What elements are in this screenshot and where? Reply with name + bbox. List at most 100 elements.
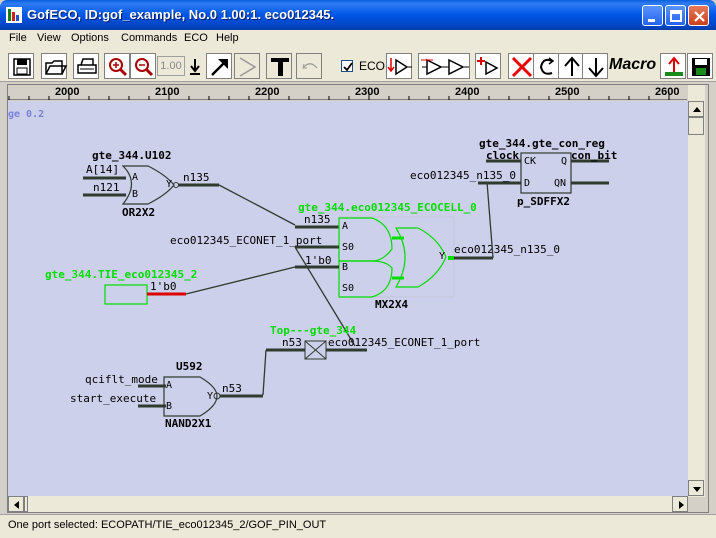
or2-pin-b: B [132, 189, 138, 200]
net-label-clock: clock [486, 149, 519, 162]
scroll-up-button[interactable] [688, 101, 704, 117]
nand2x1-gate[interactable]: U592 A B Y NAND2X1 [163, 360, 221, 430]
move-down-button[interactable] [582, 53, 608, 79]
check-icon [343, 62, 353, 72]
zoom-in-button[interactable] [104, 53, 130, 79]
zoom-input[interactable]: 1.00 [157, 56, 185, 76]
zoom-out-icon [135, 58, 154, 77]
menu-file[interactable]: File [9, 32, 27, 44]
dff-cell[interactable]: gte_344.gte_con_reg CK D Q QN p_SDFFX2 [479, 137, 605, 208]
zoom-out-button[interactable] [130, 53, 156, 79]
nand-instance-label: U592 [176, 360, 203, 373]
or2-instance-label: gte_344.U102 [92, 149, 171, 162]
net-label-con-bit: con_bit [571, 149, 617, 162]
net-label-eco-out: eco012345_n135_0 [454, 243, 560, 256]
maximize-button[interactable] [665, 5, 686, 26]
upload-button[interactable] [660, 53, 686, 79]
zoom-apply-button[interactable] [186, 53, 204, 79]
insert-gate-button[interactable] [386, 53, 412, 79]
schematic-drawing[interactable]: ge 0.2 gte_344.U102 A B Y OR2X2 A[14] n1… [8, 101, 688, 496]
scroll-down-button[interactable] [688, 480, 704, 496]
vertical-scroll-thumb[interactable] [688, 117, 704, 135]
nand-pin-b: B [166, 401, 172, 412]
eco-pin-a: A [342, 221, 348, 232]
wire-1b0[interactable] [185, 266, 296, 295]
printer-icon [77, 58, 97, 74]
add-gate-icon [477, 57, 499, 76]
minimize-button[interactable] [642, 5, 663, 26]
delete-button[interactable] [508, 53, 534, 79]
ruler-ticks [8, 92, 670, 100]
ruler-label: 2100 [155, 86, 180, 98]
macro-button[interactable]: Macro [609, 56, 657, 73]
tie-instance-label: gte_344.TIE_eco012345_2 [45, 268, 197, 281]
dff-pin-qn: QN [554, 178, 566, 189]
net-label-port-out: eco012345_ECONET_1_port [328, 336, 480, 349]
text-tool-button[interactable] [266, 53, 292, 79]
corner-label: ge 0.2 [8, 109, 44, 120]
upload-icon [665, 56, 683, 76]
wire-eco-out[interactable] [486, 181, 494, 259]
nand-pin-y: Y [207, 391, 213, 402]
arrow-down-bar-icon [190, 59, 200, 75]
or2-type-label: OR2X2 [122, 206, 155, 219]
print-button[interactable] [73, 53, 99, 79]
insert-buffer-chain-button[interactable] [418, 53, 470, 79]
menu-eco[interactable]: ECO [184, 32, 208, 44]
minimize-icon [648, 19, 655, 22]
dff-instance-label: gte_344.gte_con_reg [479, 137, 605, 150]
dff-type-label: p_SDFFX2 [517, 195, 570, 208]
net-label-n53-in: n53 [282, 336, 302, 349]
net-label-tie-out: 1'b0 [150, 280, 177, 293]
move-up-button[interactable] [558, 53, 584, 79]
net-label-n135-in: n135 [304, 213, 331, 226]
eco-checkbox[interactable] [341, 60, 353, 72]
net-label-start-execute: start_execute [70, 392, 156, 405]
eco-cell-instance-label: gte_344.eco012345_ECOCELL_0 [298, 201, 477, 214]
wire-tool-button[interactable] [234, 53, 260, 79]
curve-arrow-icon [302, 63, 318, 69]
net-label-n135: n135 [183, 171, 210, 184]
vertical-scrollbar[interactable] [688, 85, 705, 497]
ruler-label: 2300 [355, 86, 380, 98]
port-instance-label: Top---gte_344 [270, 324, 356, 337]
or2x2-gate[interactable]: gte_344.U102 A B Y OR2X2 [92, 149, 179, 219]
undo-tool-button[interactable] [296, 53, 322, 79]
close-button[interactable] [688, 5, 709, 26]
red-x-icon [511, 56, 533, 78]
scroll-right-icon [679, 501, 684, 509]
horizontal-scroll-thumb[interactable] [24, 496, 28, 512]
zoom-in-icon [109, 58, 128, 77]
menu-view[interactable]: View [37, 32, 61, 44]
or2-pin-a: A [132, 172, 138, 183]
ruler: 2000 2100 2200 2300 2400 2500 2600 [8, 85, 687, 100]
menu-commands[interactable]: Commands [121, 32, 178, 44]
text-icon [271, 58, 289, 76]
menu-options[interactable]: Options [71, 32, 109, 44]
net-label-a14: A[14] [86, 163, 119, 176]
chevron-right-icon [239, 57, 257, 77]
open-button[interactable] [41, 53, 68, 79]
rotate-button[interactable] [533, 53, 559, 79]
nand-type-label: NAND2X1 [165, 417, 212, 430]
scroll-left-button[interactable] [8, 496, 24, 512]
maximize-icon [670, 10, 682, 22]
horizontal-scrollbar[interactable] [8, 496, 688, 512]
wire-n53[interactable] [262, 349, 267, 396]
title-bar: GofECO, ID:gof_example, No.0 1.00:1. eco… [0, 0, 716, 30]
wire-econet[interactable] [294, 246, 356, 347]
ruler-label: 2400 [455, 86, 480, 98]
schematic-canvas[interactable]: ge 0.2 gte_344.U102 A B Y OR2X2 A[14] n1… [8, 101, 688, 496]
save-eco-button[interactable] [687, 53, 713, 79]
net-label-1b0: 1'b0 [305, 254, 332, 267]
scroll-left-icon [14, 501, 19, 509]
net-label-dff-d: eco012345_n135_0 [410, 169, 516, 182]
wire-n135[interactable] [218, 184, 296, 226]
save-button[interactable] [8, 53, 34, 79]
eco-pin-b: B [342, 262, 348, 273]
add-gate-button[interactable] [475, 53, 501, 79]
select-tool-button[interactable] [206, 53, 232, 79]
menu-help[interactable]: Help [216, 32, 239, 44]
scroll-right-button[interactable] [672, 496, 688, 512]
net-label-econet: eco012345_ECONET_1_port [170, 234, 322, 247]
